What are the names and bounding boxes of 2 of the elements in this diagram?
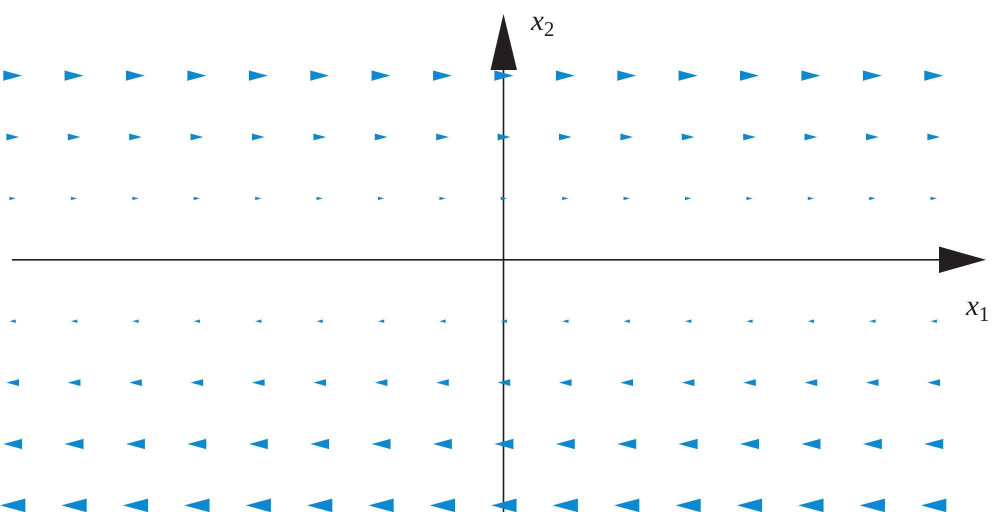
axis-label: x$_{2}$ [531, 7, 554, 40]
axis-label: x$_{1}$ [966, 292, 990, 325]
